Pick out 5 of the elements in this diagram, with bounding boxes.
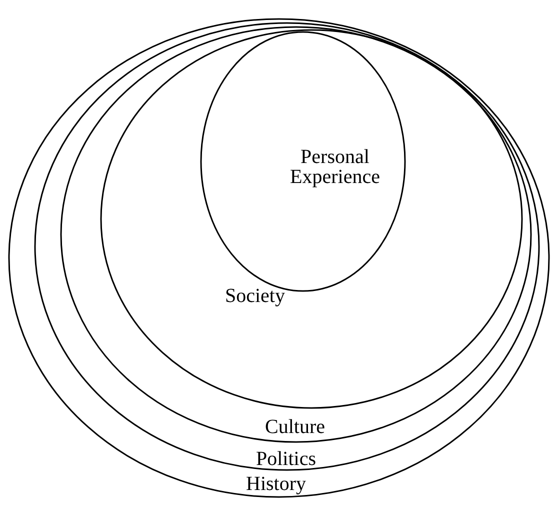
- layer-label: Personal Experience: [289, 147, 381, 187]
- layer-label: Politics: [256, 449, 316, 469]
- layer-label: Culture: [265, 417, 325, 437]
- layer-label: History: [246, 474, 306, 494]
- layer-label: Society: [225, 286, 285, 306]
